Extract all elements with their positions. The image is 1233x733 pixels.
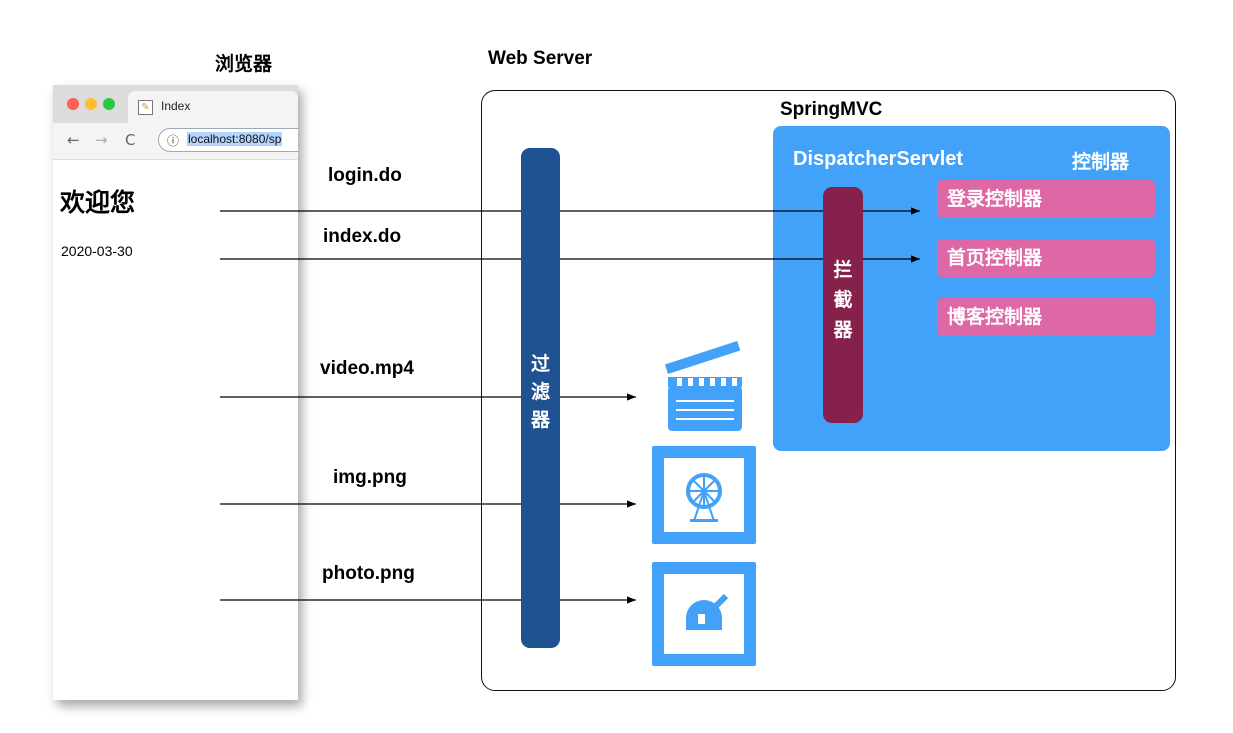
request-video: video.mp4 [320,358,414,379]
login-controller: 登录控制器 [937,180,1155,218]
web-server-label: Web Server [488,48,593,69]
browser-window: ✎ Index ← → C ⓘ localhost:8080/sp 欢迎您 20… [53,85,298,700]
minimize-window-button[interactable] [85,98,97,110]
ferris-wheel-icon [652,446,756,544]
page-date: 2020-03-30 [61,243,133,259]
filter-bar [521,148,560,648]
favicon-icon: ✎ [138,100,153,115]
web-server-box [481,90,1176,691]
reload-icon[interactable]: C [125,131,136,149]
close-window-button[interactable] [67,98,79,110]
interceptor-bar [823,187,863,423]
maximize-window-button[interactable] [103,98,115,110]
blog-controller: 博客控制器 [937,298,1155,336]
url-text[interactable]: localhost:8080/sp [187,132,283,146]
forward-arrow-icon[interactable]: → [95,131,108,149]
request-photo: photo.png [322,563,415,584]
springmvc-label: SpringMVC [780,99,883,120]
observatory-icon [652,562,756,666]
filter-label: 过滤器 [530,353,550,431]
browser-tab[interactable]: ✎ Index [128,91,298,123]
request-login: login.do [328,165,402,186]
browser-tab-bar: ✎ Index [53,85,298,123]
address-bar[interactable]: ⓘ localhost:8080/sp [158,128,298,152]
interceptor-label: 拦截器 [833,259,853,341]
page-heading: 欢迎您 [60,188,136,217]
request-index: index.do [323,226,402,247]
request-img: img.png [333,467,407,488]
controllers-label: 控制器 [1072,151,1130,173]
browser-label: 浏览器 [215,53,273,75]
back-arrow-icon[interactable]: ← [67,131,80,149]
browser-toolbar: ← → C ⓘ localhost:8080/sp [53,123,298,160]
dispatcher-servlet-label: DispatcherServlet [793,148,964,170]
index-controller: 首页控制器 [937,239,1155,277]
tab-title: Index [161,99,191,113]
clapperboard-icon [664,341,742,431]
info-icon[interactable]: ⓘ [167,134,180,148]
